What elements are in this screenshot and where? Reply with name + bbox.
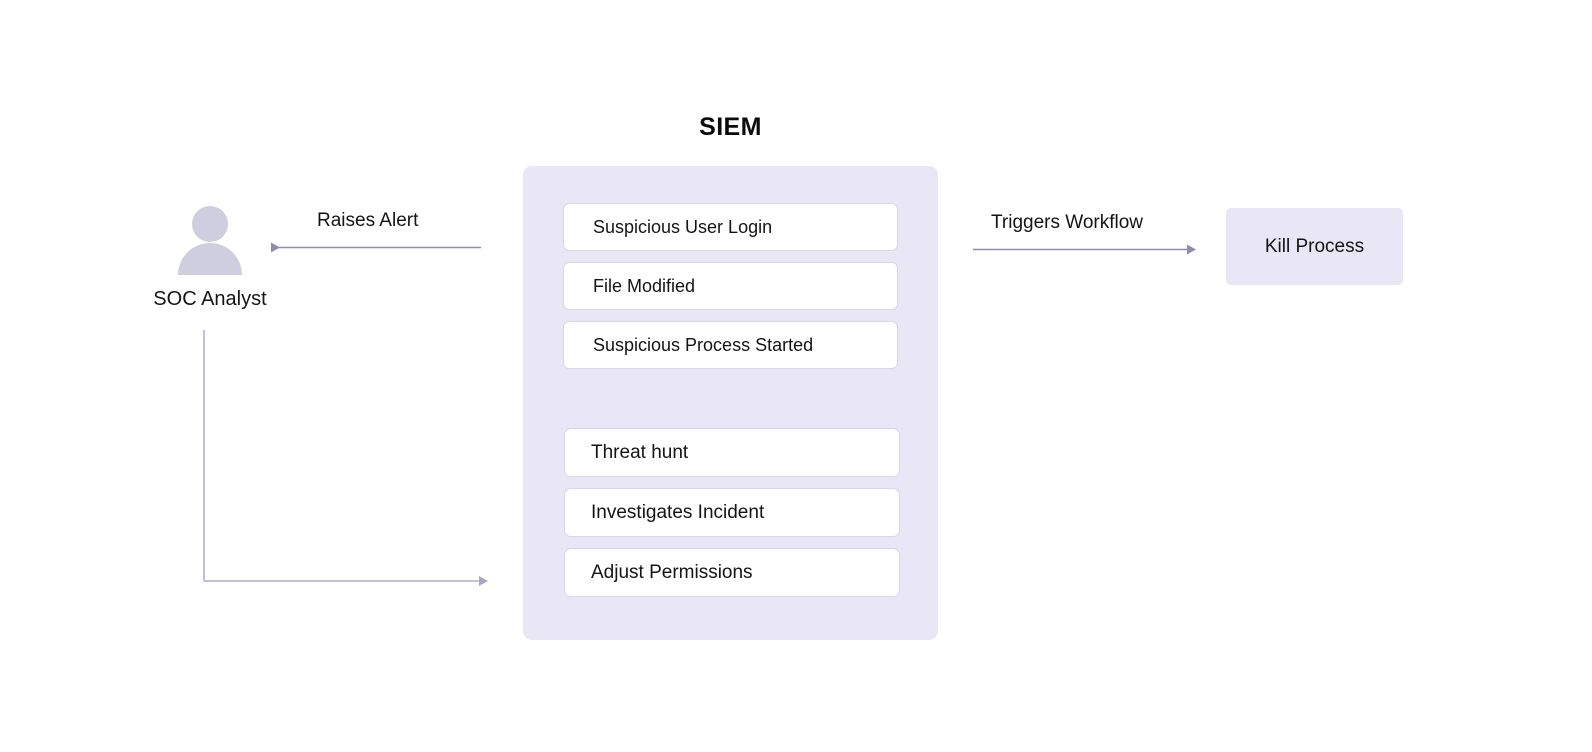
page-title: SIEM	[699, 113, 762, 141]
person-icon	[178, 206, 242, 275]
edge-analyst-to-siem	[203, 330, 488, 586]
edge-label-triggers-workflow: Triggers Workflow	[991, 212, 1144, 233]
list-item[interactable]: Suspicious Process Started	[563, 321, 898, 369]
list-item[interactable]: Suspicious User Login	[563, 203, 898, 251]
list-item[interactable]: Threat hunt	[564, 428, 900, 477]
list-item[interactable]: File Modified	[563, 262, 898, 310]
person-icon-body	[178, 243, 242, 275]
alert-list: Suspicious User Login File Modified Susp…	[563, 203, 898, 369]
kill-process-node[interactable]: Kill Process	[1226, 208, 1403, 285]
person-icon-head	[192, 206, 228, 242]
list-item[interactable]: Investigates Incident	[564, 488, 900, 537]
soc-analyst-label: SOC Analyst	[153, 288, 267, 310]
list-item[interactable]: Adjust Permissions	[564, 548, 900, 597]
soc-analyst-actor[interactable]: SOC Analyst	[110, 206, 310, 311]
edge-label-raises-alert: Raises Alert	[317, 210, 419, 231]
action-list: Threat hunt Investigates Incident Adjust…	[564, 428, 900, 597]
